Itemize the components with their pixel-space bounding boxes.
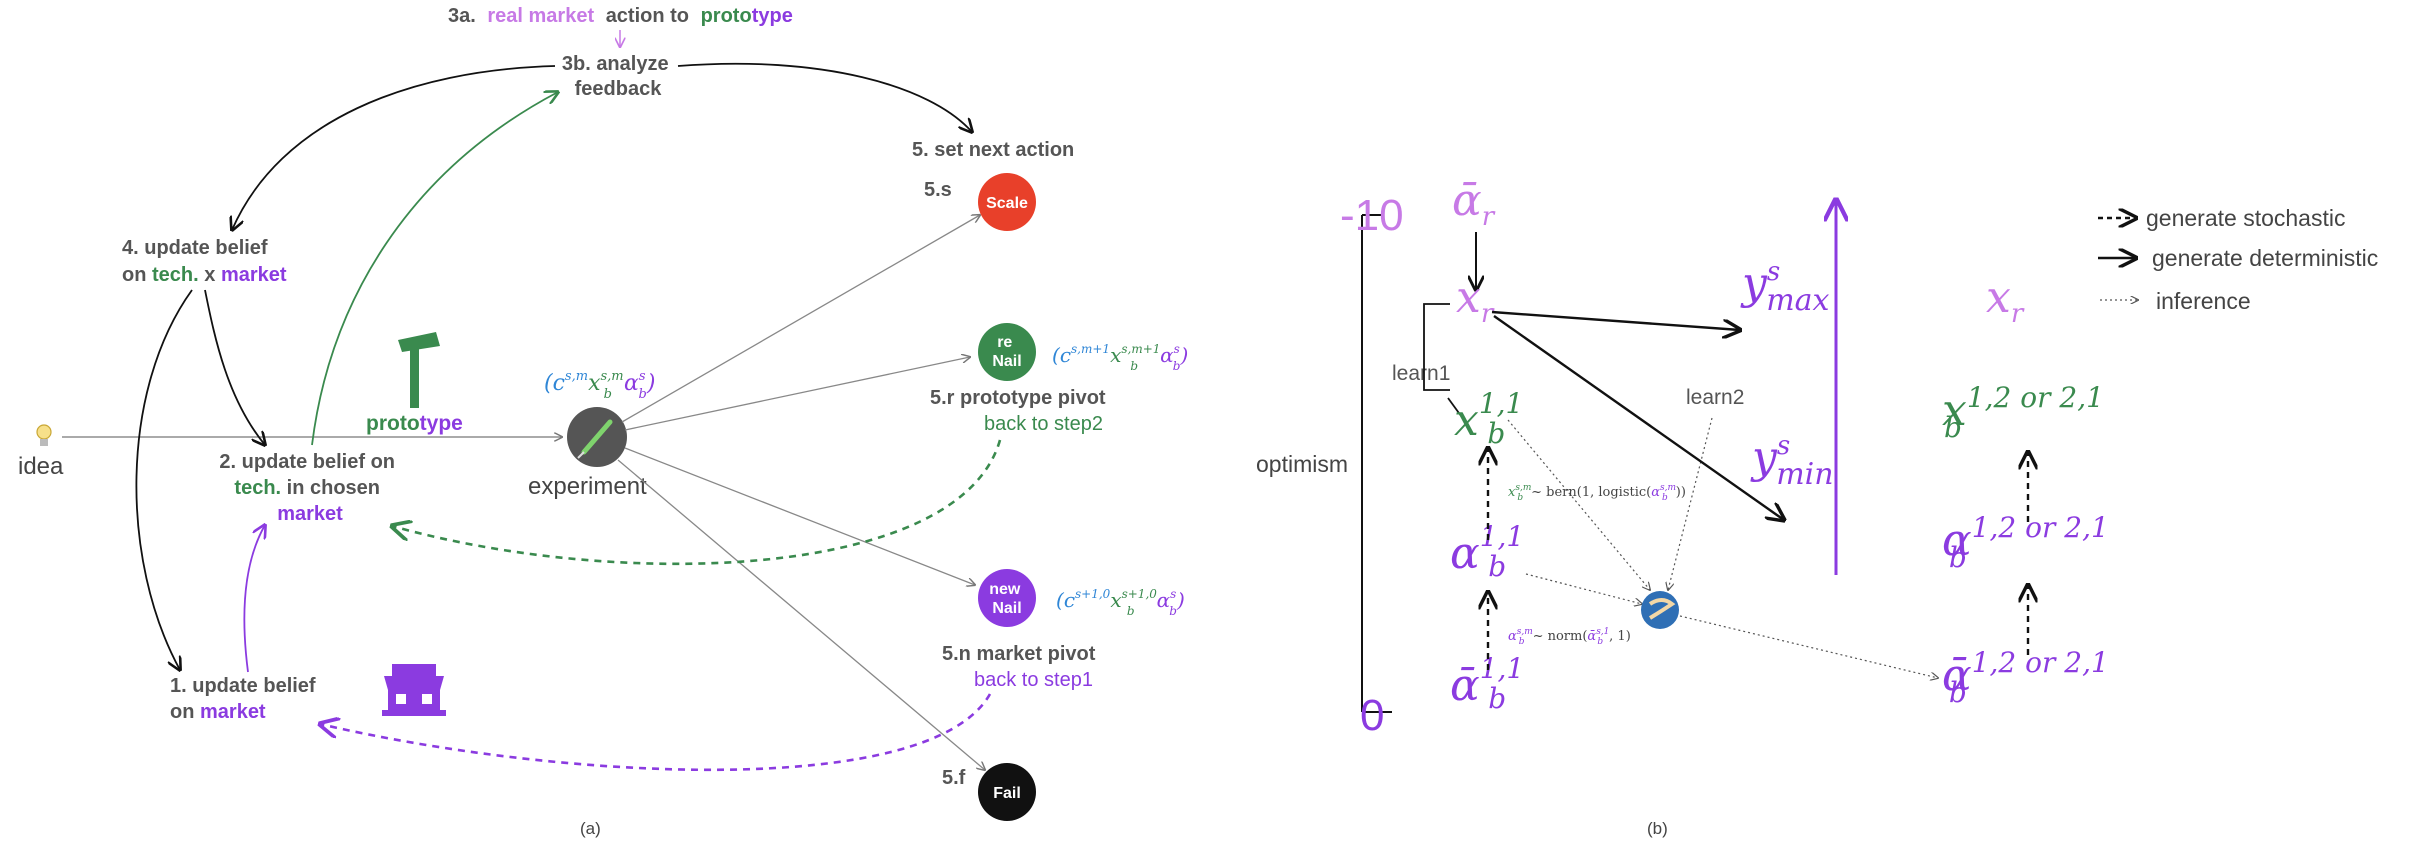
newnail-back: back to step1 [974, 669, 1093, 691]
learn1-bracket [1423, 303, 1450, 391]
stan-logo-icon [1641, 591, 1679, 629]
storefront-icon [382, 664, 446, 716]
legend-stochastic-label: generate stochastic [2146, 205, 2345, 231]
alpha-r-node: ᾱr [1452, 175, 1496, 232]
scale-code: 5.s [924, 179, 952, 201]
x-r-right-node: xr [1986, 272, 2025, 329]
arrow-4-to-2 [204, 289, 265, 445]
arrow-4-to-1 [135, 289, 193, 670]
newnail-node-label: new Nail [989, 581, 1025, 617]
arrow-renail-back-to-2 [392, 439, 1002, 566]
arrow-xb11-to-stan [1507, 419, 1650, 590]
fail-code: 5.f [942, 767, 966, 789]
hammer-icon [398, 332, 440, 408]
step-1-label: 1. update belief on market [170, 675, 321, 723]
arrow-3b-to-4 [232, 65, 556, 230]
arrow-stan-to-abar12 [1679, 615, 1938, 678]
arrow-to-fail [617, 459, 985, 770]
arrow-ab11-to-stan [1525, 573, 1642, 604]
panel-a: 3a. real market action to prototype 3b. … [18, 5, 1188, 838]
arrow-x-r-to-ymin [1493, 315, 1784, 520]
arrow-to-newnail [624, 447, 975, 585]
newnail-node [978, 569, 1036, 627]
panel-a-caption: (a) [580, 819, 601, 838]
arrow-to-scale [621, 215, 980, 423]
learn1-link [1447, 397, 1465, 421]
step-2-label: 2. update belief on tech. in chosen mark… [219, 451, 400, 525]
step-3b-label: 3b. analyze feedback [562, 53, 674, 100]
renail-back: back to step2 [984, 413, 1103, 435]
legend-inference-label: inference [2156, 288, 2251, 314]
fail-node [978, 763, 1036, 821]
scale-node [978, 173, 1036, 231]
lightbulb-icon [36, 424, 52, 446]
prototype-label: prototype [366, 412, 463, 435]
optimism-label: optimism [1256, 451, 1348, 477]
legend-deterministic-label: generate deterministic [2152, 245, 2378, 271]
arrow-to-renail [624, 357, 970, 431]
step-3a-label: 3a. real market action to prototype [448, 5, 793, 27]
tick-top-label: -10 [1340, 191, 1404, 240]
legend: generate stochastic generate determinist… [2098, 205, 2378, 314]
panel-b-caption: (b) [1647, 819, 1668, 838]
idea-label: idea [18, 453, 64, 480]
renail-node [978, 323, 1036, 381]
tick-bottom-label: 0 [1360, 691, 1384, 740]
learn1-label: learn1 [1392, 362, 1450, 385]
arrow-newnail-back-to-1 [320, 693, 992, 772]
arrow-x-r-to-ymax [1491, 310, 1740, 330]
step-5-label: 5. set next action [912, 139, 1074, 161]
syringe-icon [577, 419, 613, 459]
renail-code: 5.r prototype pivot [930, 387, 1106, 409]
x-r-node: xr [1456, 272, 1495, 329]
renail-node-label: re Nail [992, 334, 1021, 370]
arrow-2-to-3b [311, 92, 558, 446]
arrow-1-to-2 [243, 525, 265, 673]
step-4-label: 4. update belief on tech. x market [122, 237, 287, 286]
fail-node-label: Fail [993, 785, 1021, 802]
experiment-node [567, 407, 627, 467]
experiment-label: experiment [528, 473, 647, 500]
newnail-code: 5.n market pivot [942, 643, 1096, 665]
learn2-label: learn2 [1686, 386, 1744, 409]
arrow-3b-to-5 [677, 62, 972, 132]
scale-node-label: Scale [986, 195, 1028, 212]
